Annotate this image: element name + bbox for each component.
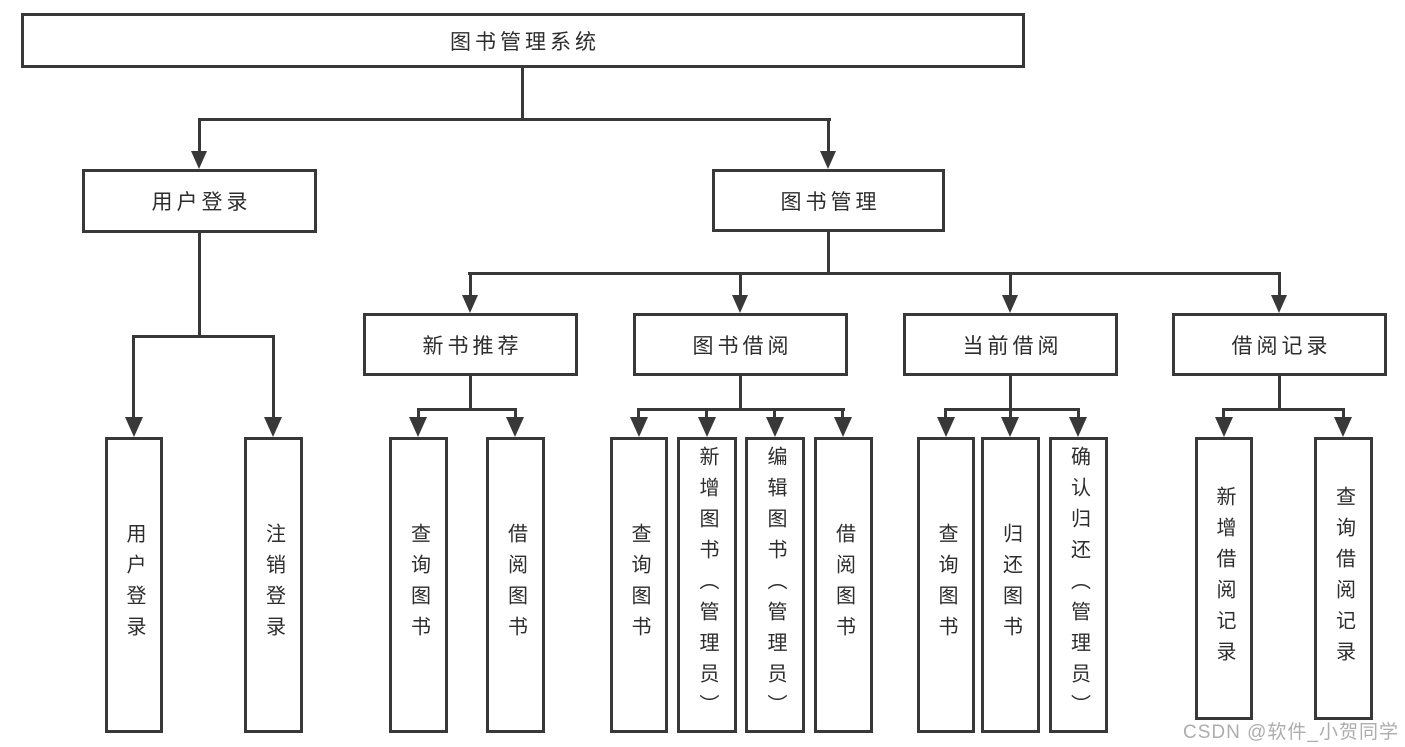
arrow-down-icon [766,417,784,437]
connector-hline [637,408,845,411]
connector-vline [1077,408,1080,425]
arrow-down-icon [630,417,648,437]
node-label: 图书管理 [780,190,881,214]
arrow-down-icon [1002,295,1018,313]
node-label: 查询图书 [407,523,430,647]
connector-vline [1278,272,1281,297]
connector-hline [944,408,1080,411]
node-new-book-recommend: 新书推荐 [363,313,578,376]
connector-vline [272,335,275,425]
leaf-query-books-borrow: 查询图书 [610,437,668,733]
connector-vline [1009,376,1012,408]
arrow-down-icon [1001,417,1019,437]
node-user-login: 用户登录 [82,169,317,233]
node-label: 借阅图书 [832,523,855,647]
connector-vline [739,376,742,408]
arrow-down-icon [834,417,852,437]
connector-vline [1222,408,1225,425]
arrow-down-icon [264,417,282,437]
node-label: 查询图书 [935,523,957,647]
arrow-down-icon [1271,295,1287,313]
arrow-down-icon [1069,417,1087,437]
arrow-down-icon [506,417,524,437]
connector-vline [417,408,420,425]
connector-vline [773,408,776,425]
node-label: 查询图书 [628,523,650,647]
leaf-add-book-admin: 新增图书（管理员） [677,437,737,733]
connector-vline [521,68,524,118]
arrow-down-icon [937,417,955,437]
connector-vline [469,376,472,408]
arrow-down-icon [820,151,836,169]
connector-vline [1278,376,1281,408]
node-label: 用户登录 [151,191,252,214]
node-label: 图书借阅 [692,334,793,358]
node-label: 注销登录 [262,523,285,647]
connector-vline [944,408,947,425]
connector-vline [637,408,640,425]
connector-vline [1342,408,1345,425]
connector-vline [469,272,472,297]
connector-hline [468,272,1281,275]
node-label: 用户登录 [123,523,145,647]
connector-vline [827,118,830,152]
arrow-down-icon [125,417,143,437]
connector-vline [132,335,135,425]
connector-vline [705,408,708,425]
connector-vline [514,408,517,425]
arrow-down-icon [732,295,748,313]
node-current-borrow: 当前借阅 [903,313,1118,376]
connector-vline [198,118,201,152]
connector-hline [198,118,831,121]
arrow-down-icon [698,417,716,437]
arrow-down-icon [191,151,207,169]
connector-hline [417,408,517,411]
node-label: 新增图书（管理员） [696,445,718,725]
node-label: 当前借阅 [962,334,1063,358]
connector-vline [827,232,830,272]
node-label: 图书管理系统 [450,30,600,54]
arrow-down-icon [462,295,478,313]
node-label: 新增借阅记录 [1213,485,1235,672]
node-label: 新书推荐 [422,334,523,358]
leaf-edit-book-admin: 编辑图书（管理员） [745,437,805,733]
node-label: 查询借阅记录 [1332,485,1355,672]
node-label: 编辑图书（管理员） [764,445,786,725]
leaf-user-login: 用户登录 [105,437,163,733]
leaf-query-books-current: 查询图书 [917,437,975,733]
node-book-management: 图书管理 [712,169,945,232]
leaf-add-borrow-record: 新增借阅记录 [1195,437,1253,720]
node-label: 确认归还（管理员） [1067,445,1090,725]
node-borrow-records: 借阅记录 [1172,313,1387,376]
node-label: 借阅图书 [504,523,527,647]
arrow-down-icon [1215,417,1233,437]
connector-vline [1009,272,1012,297]
leaf-logout: 注销登录 [244,437,303,733]
connector-vline [1009,408,1012,425]
leaf-borrow-books: 借阅图书 [814,437,873,733]
connector-vline [198,233,201,335]
arrow-down-icon [1334,417,1352,437]
connector-hline [1222,408,1345,411]
node-book-borrow: 图书借阅 [633,313,848,376]
node-label: 归还图书 [999,523,1022,647]
leaf-query-books-recommend: 查询图书 [389,437,448,733]
connector-vline [841,408,844,425]
leaf-borrow-books-recommend: 借阅图书 [486,437,545,733]
node-label: 借阅记录 [1231,334,1332,358]
leaf-query-borrow-record: 查询借阅记录 [1314,437,1373,720]
leaf-return-books: 归还图书 [981,437,1040,733]
arrow-down-icon [409,417,427,437]
leaf-confirm-return-admin: 确认归还（管理员） [1049,437,1108,733]
node-library-management-system: 图书管理系统 [21,13,1025,68]
connector-hline [132,335,275,338]
connector-vline [739,272,742,297]
csdn-watermark: CSDN @软件_小贺同学 [1183,722,1399,743]
